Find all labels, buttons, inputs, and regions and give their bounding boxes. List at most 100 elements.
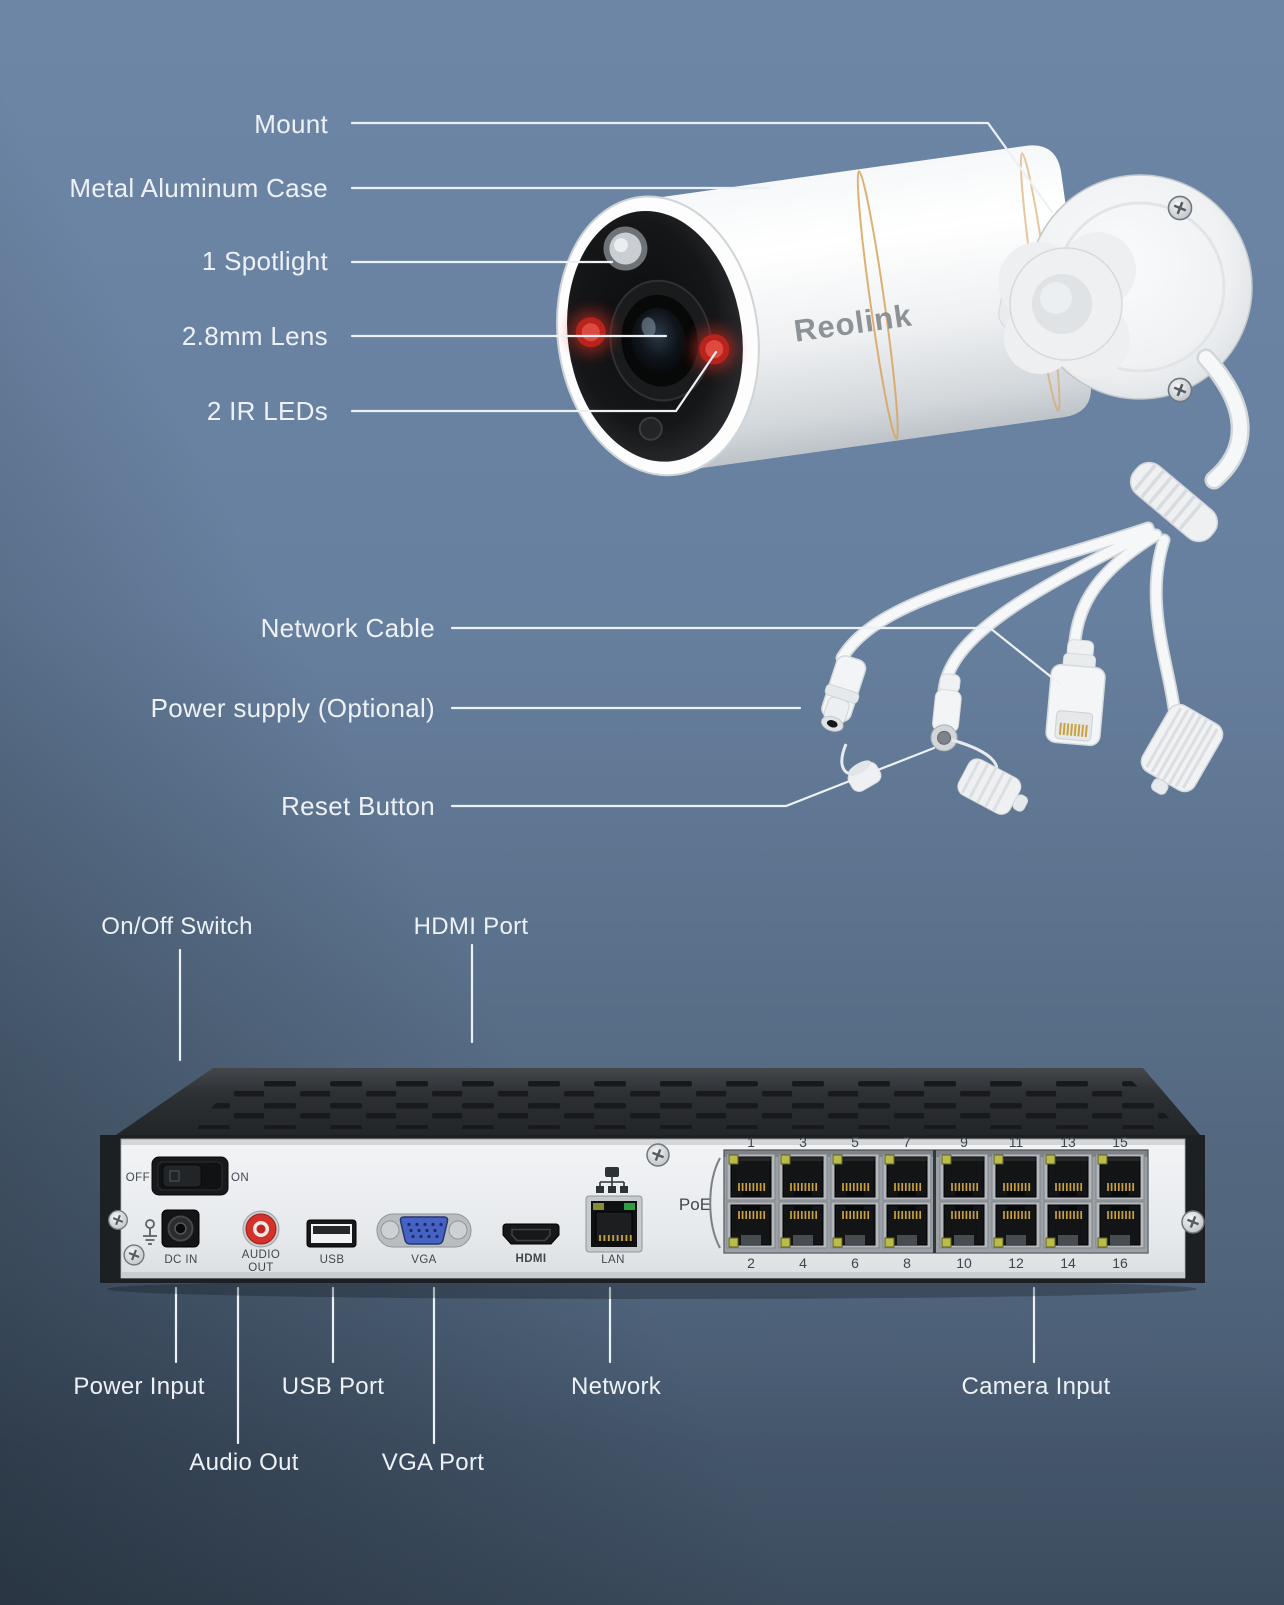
poe-number: 7 — [903, 1134, 911, 1150]
accent-ring — [856, 170, 899, 440]
poe-number: 10 — [956, 1255, 972, 1271]
poe-number: 9 — [960, 1134, 968, 1150]
reset-connector — [930, 673, 962, 752]
hdmi-port — [502, 1223, 560, 1245]
label-vga-port: VGA Port — [381, 1449, 485, 1476]
panel-screw-icon — [1180, 1209, 1206, 1235]
poe-number: 12 — [1008, 1255, 1024, 1271]
label-mount: Mount — [254, 109, 328, 139]
network-tree-icon — [596, 1167, 628, 1193]
label-power-input: Power Input — [73, 1373, 205, 1400]
poe-number: 13 — [1060, 1134, 1076, 1150]
poe-port-numbers: 1 3 5 7 9 11 13 15 2 4 6 8 10 12 14 16 — [747, 1134, 1128, 1271]
leader-reset-button — [450, 746, 936, 808]
poe-number: 3 — [799, 1134, 807, 1150]
leader-lines — [174, 121, 1062, 1445]
poe-bracket — [709, 1157, 721, 1249]
poe-port — [882, 1201, 932, 1249]
poe-number: 8 — [903, 1255, 911, 1271]
panel-screw-icon — [107, 1209, 129, 1231]
label-network: Network — [570, 1373, 662, 1400]
audio-out-label-1: AUDIO — [242, 1249, 280, 1261]
poe-port — [882, 1153, 932, 1201]
nvr-recorder: OFF ON DC IN AUDIO OUT USB — [100, 1068, 1206, 1299]
poe-port — [939, 1201, 989, 1249]
poe-label: PoE — [679, 1195, 711, 1214]
poe-port — [830, 1201, 880, 1249]
label-reset-button: Reset Button — [281, 791, 435, 821]
leader-mount — [350, 121, 1054, 214]
poe-number: 11 — [1009, 1134, 1024, 1150]
nvr-shadow — [107, 1279, 1197, 1299]
lan-label: LAN — [601, 1254, 625, 1266]
vga-label: VGA — [411, 1254, 437, 1266]
dc-cap — [847, 760, 882, 792]
vga-port — [376, 1213, 472, 1248]
mount-screw-icon — [1167, 377, 1193, 403]
camera-mount — [998, 174, 1253, 403]
bullet-camera: Reolink — [555, 145, 1253, 815]
poe-port — [939, 1153, 989, 1201]
rj45-connector — [1045, 639, 1106, 747]
poe-number: 6 — [851, 1255, 859, 1271]
poe-port — [1043, 1153, 1093, 1201]
mount-arm — [998, 232, 1136, 378]
label-ir-leds: 2 IR LEDs — [206, 396, 328, 426]
power-switch: OFF ON — [126, 1156, 249, 1196]
audio-out-port — [242, 1210, 280, 1248]
poe-port — [991, 1153, 1041, 1201]
poe-number: 14 — [1060, 1255, 1076, 1271]
poe-number: 16 — [1112, 1255, 1128, 1271]
dc-in-port — [161, 1209, 200, 1248]
poe-port — [830, 1153, 880, 1201]
poe-port — [1095, 1201, 1145, 1249]
poe-port — [991, 1201, 1041, 1249]
poe-port — [1095, 1153, 1145, 1201]
switch-off-label: OFF — [126, 1172, 150, 1184]
poe-port-block — [723, 1149, 1149, 1254]
usb-label: USB — [320, 1254, 345, 1266]
poe-port — [778, 1153, 828, 1201]
ir-led-right — [692, 327, 737, 372]
poe-number: 2 — [747, 1255, 755, 1271]
label-usb-port: USB Port — [281, 1373, 385, 1400]
spotlight — [603, 226, 648, 271]
switch-on-label: ON — [231, 1172, 249, 1184]
poe-port — [778, 1201, 828, 1249]
cable-ferrule — [1129, 461, 1219, 543]
ground-icon — [143, 1219, 157, 1245]
leader-ir-leds — [350, 350, 718, 413]
usb-port — [306, 1219, 357, 1248]
panel-screw-icon — [123, 1244, 145, 1266]
lan-port — [585, 1195, 643, 1253]
label-power-supply: Power supply (Optional) — [150, 693, 435, 723]
label-metal-aluminum-case: Metal Aluminum Case — [69, 173, 328, 203]
label-audio-out: Audio Out — [189, 1449, 299, 1476]
poe-port — [726, 1153, 776, 1201]
label-hdmi-port: HDMI Port — [413, 913, 529, 940]
poe-number: 1 — [747, 1134, 755, 1150]
poe-number: 15 — [1112, 1134, 1128, 1150]
waterproof-cap — [1140, 703, 1224, 795]
label-spotlight: 1 Spotlight — [201, 246, 328, 276]
reset-cap — [957, 758, 1029, 815]
mount-screw-icon — [1167, 195, 1193, 221]
leader-network-cable — [450, 626, 1062, 686]
poe-port — [726, 1201, 776, 1249]
label-on-off-switch: On/Off Switch — [101, 913, 253, 940]
poe-port — [1043, 1201, 1093, 1249]
dc-power-connector — [821, 655, 867, 732]
label-lens: 2.8mm Lens — [181, 321, 328, 351]
audio-out-label-2: OUT — [248, 1262, 273, 1274]
dc-in-label: DC IN — [164, 1254, 197, 1266]
camera-lens — [609, 279, 712, 402]
camera-cables — [821, 348, 1250, 815]
light-sensor — [638, 416, 663, 441]
poe-number: 4 — [799, 1255, 807, 1271]
label-camera-input: Camera Input — [961, 1373, 1111, 1400]
nvr-vents — [193, 1079, 1180, 1129]
label-network-cable: Network Cable — [260, 613, 435, 643]
panel-screw-icon — [645, 1142, 671, 1168]
